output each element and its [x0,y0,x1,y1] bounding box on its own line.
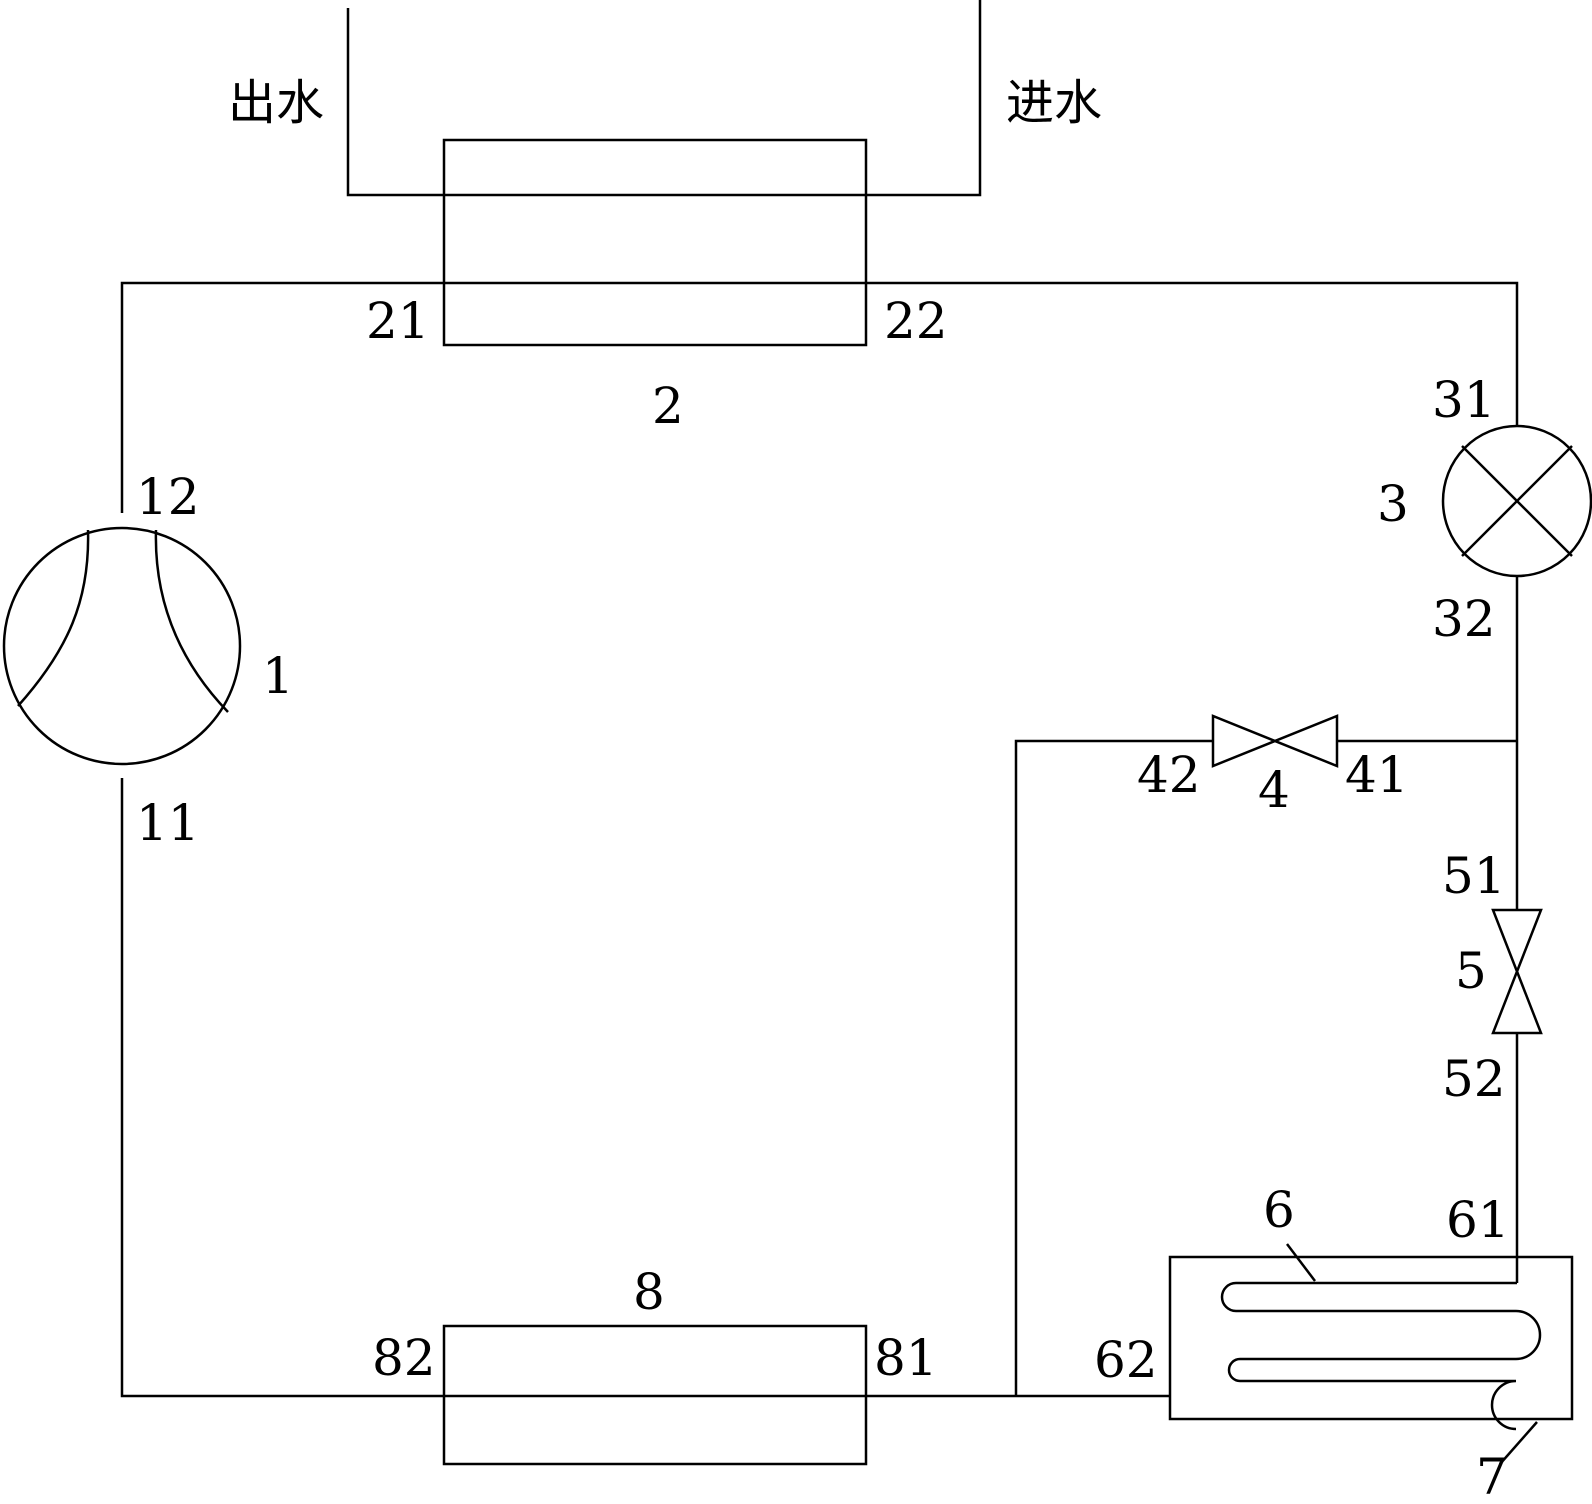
valve5-port-51-label: 51 [1442,847,1506,905]
valve-4-symbol [1211,714,1339,768]
valve3-port-32-label: 32 [1432,590,1496,648]
valve5-port-52-label: 52 [1442,1050,1506,1108]
valve4-port-42-label: 42 [1137,746,1201,804]
bypass-line-left [1014,739,1213,1396]
coil-leader [1286,1243,1316,1282]
compressor-label: 1 [262,647,294,705]
tank-leader [1499,1421,1538,1465]
water-pipe [346,0,982,197]
coil-port-62-label: 62 [1094,1331,1158,1389]
hx8-port-81-label: 81 [874,1329,938,1387]
coil-tube [1220,1281,1542,1431]
water-inlet-label: 进水 [1006,75,1102,131]
water-heat-exchanger-body [442,138,868,347]
exchanger-8-body [442,1324,868,1466]
compressor-inlet-label: 11 [136,794,200,852]
compressor-outlet-label: 12 [136,468,200,526]
coil-port-61-label: 61 [1446,1191,1510,1249]
valve3-port-31-label: 31 [1432,371,1496,429]
valve4-port-41-label: 41 [1345,746,1409,804]
valve-5-symbol [1491,908,1543,1035]
expansion-valve-label: 3 [1377,475,1409,533]
hx8-port-82-label: 82 [372,1329,436,1387]
exchanger-8-label: 8 [633,1263,665,1321]
tank-body [1168,1255,1574,1421]
heat-exchanger-2-label: 2 [652,377,684,435]
water-outlet-label: 出水 [228,75,324,131]
expansion-valve-symbol [1441,424,1592,578]
hx-port-22-label: 22 [884,292,948,350]
compressor-symbol [2,526,242,766]
tank-label: 7 [1476,1448,1508,1504]
valve-4-label: 4 [1258,761,1290,819]
coil-label: 6 [1263,1181,1295,1239]
hx-port-21-label: 21 [366,292,430,350]
discharge-line [120,281,1519,513]
suction-line [120,778,1170,1398]
valve-5-label: 5 [1455,942,1487,1000]
